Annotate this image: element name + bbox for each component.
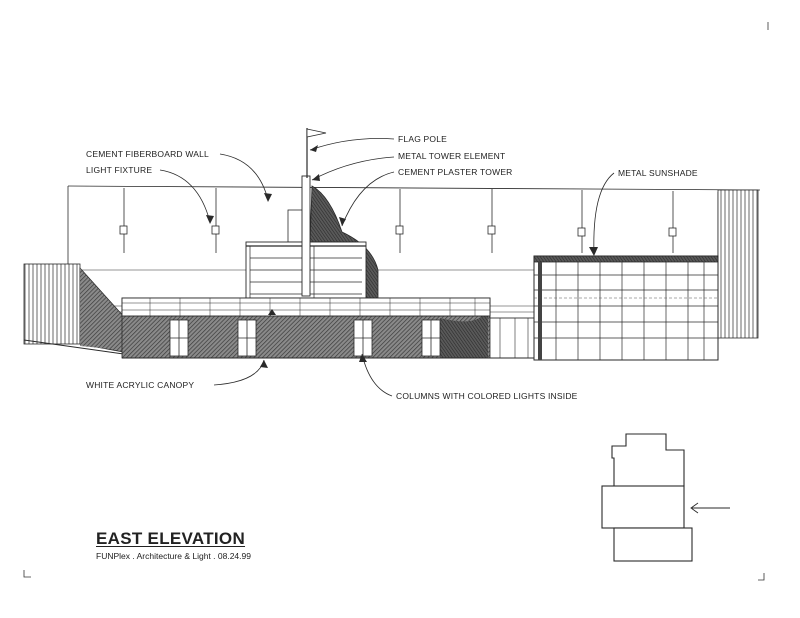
canopy-pavilion [121, 297, 541, 359]
leader-canopy [213, 359, 265, 386]
light-fixtures [119, 188, 677, 253]
label-metal-tower-element: METAL TOWER ELEMENT [398, 151, 506, 161]
key-plan-arrow [690, 502, 730, 514]
leader-fiberboard-wall [219, 153, 269, 201]
leader-metal-tower [311, 156, 395, 181]
leader-flag-pole [309, 138, 395, 151]
glass-block [533, 255, 719, 361]
label-cement-fiberboard-wall: CEMENT FIBERBOARD WALL [86, 149, 209, 159]
light-fixture-4 [487, 189, 496, 253]
tower [245, 128, 379, 299]
label-light-fixture: LIGHT FIXTURE [86, 165, 153, 175]
label-cement-plaster-tower: CEMENT PLASTER TOWER [398, 167, 513, 177]
label-metal-sunshade: METAL SUNSHADE [618, 168, 698, 178]
light-fixture-5 [577, 190, 586, 253]
drawing-title: EAST ELEVATION [96, 529, 246, 548]
light-fixture-6 [668, 191, 677, 253]
light-fixture-1 [119, 188, 128, 253]
light-fixture-3 [395, 189, 404, 253]
corner-marks [23, 22, 769, 581]
drawing-subtitle: FUNPlex . Architecture & Light . 08.24.9… [96, 551, 251, 561]
leader-plaster-tower [341, 171, 395, 227]
leader-lines [159, 138, 615, 397]
key-plan [601, 433, 693, 562]
label-flag-pole: FLAG POLE [398, 134, 448, 144]
leader-sunshade [593, 172, 615, 255]
right-slatted-wall [717, 189, 759, 339]
label-columns-colored-lights: COLUMNS WITH COLORED LIGHTS INSIDE [396, 391, 578, 401]
leader-light-fixture [159, 169, 211, 223]
leader-columns [361, 353, 393, 397]
label-white-acrylic-canopy: WHITE ACRYLIC CANOPY [86, 380, 195, 390]
light-fixture-2 [211, 188, 220, 253]
column-doors [169, 319, 441, 357]
leader-arrowheads [206, 145, 598, 368]
